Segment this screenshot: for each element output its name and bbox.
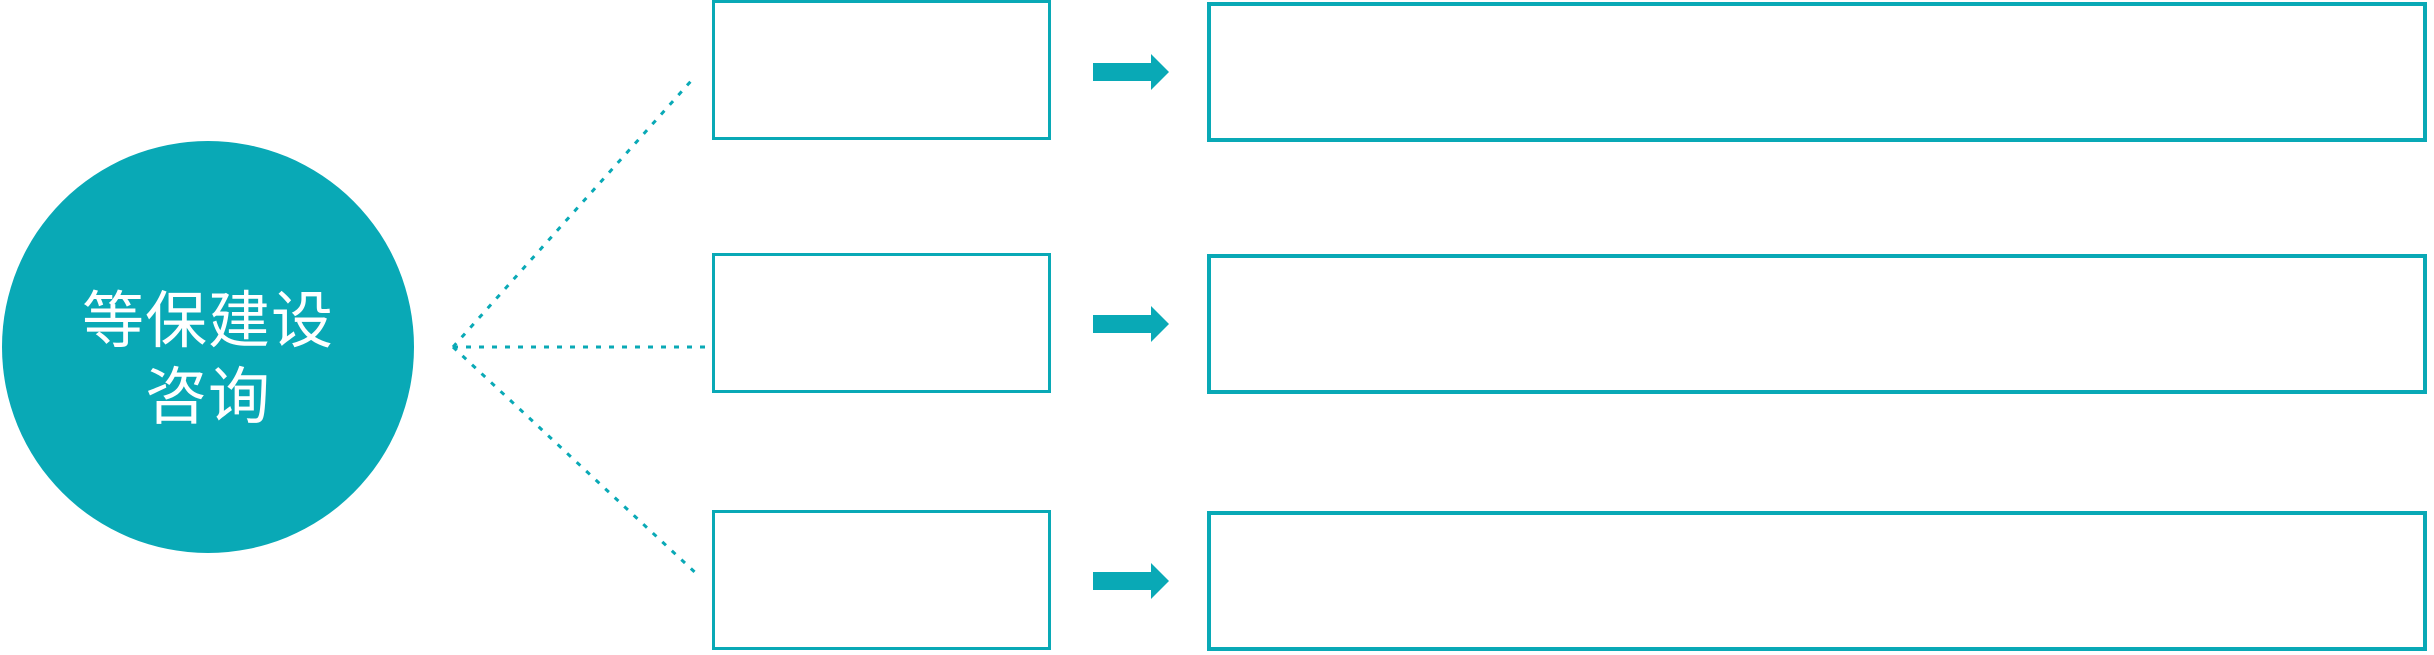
arrow-right-icon-2	[1093, 306, 1169, 342]
category-box-1-label	[715, 3, 1048, 19]
description-box-3-label	[1211, 515, 2423, 531]
hub-circle: 等保建设 咨询	[2, 141, 414, 553]
description-box-2-label	[1211, 258, 2423, 274]
dotted-connector-bottom	[451, 345, 702, 579]
hub-circle-label-line2: 咨询	[144, 363, 271, 432]
category-box-3	[712, 510, 1051, 650]
category-box-2-label	[715, 256, 1048, 272]
category-box-1	[712, 0, 1051, 140]
category-box-3-label	[715, 513, 1048, 529]
description-box-1	[1207, 2, 2427, 142]
category-box-2	[712, 253, 1051, 393]
arrow-right-icon-3	[1093, 563, 1169, 599]
hub-circle-label: 等保建设 咨询	[82, 258, 334, 436]
description-box-3	[1207, 511, 2427, 651]
arrow-right-icon-1	[1093, 54, 1169, 90]
hub-circle-label-line1: 等保建设	[81, 287, 334, 356]
dotted-connector-top	[451, 79, 693, 349]
description-box-2	[1207, 254, 2427, 394]
description-box-1-label	[1211, 6, 2423, 22]
